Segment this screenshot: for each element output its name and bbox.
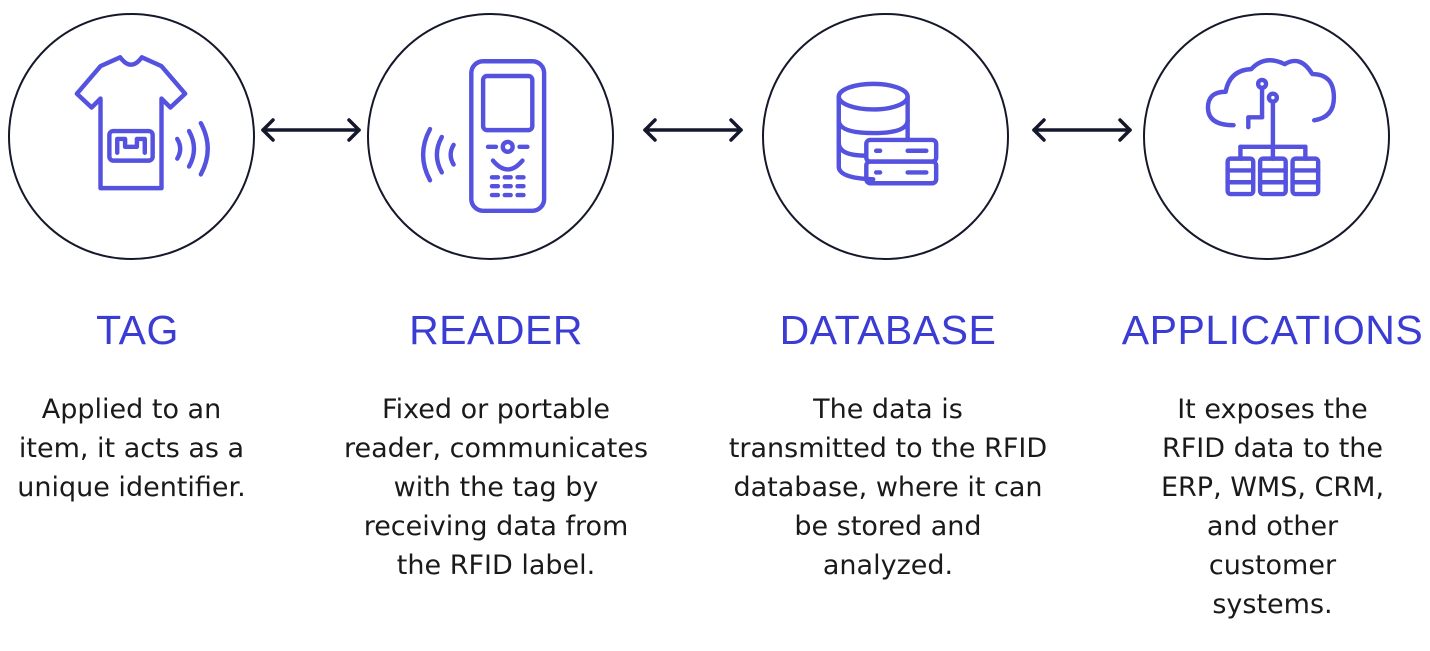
tag-desc-line: unique identifier. [17,472,246,503]
database-title: DATABASE [779,307,997,353]
reader-column: READER Fixed or portable reader, communi… [308,303,684,585]
tag-desc-line: item, it acts as a [18,433,245,464]
tag-description: Applied to an item, it acts as a unique … [0,390,275,507]
reader-desc-line: reader, communicates [343,433,649,464]
database-server-icon [836,81,939,186]
database-desc-line: The data is [813,394,963,425]
applications-desc-line: RFID data to the [1161,433,1384,464]
reader-desc-line: with the tag by [393,472,599,503]
applications-node-circle [1143,13,1390,260]
cloud-network-icon [1205,58,1337,197]
double-arrow-icon [1030,116,1134,144]
double-arrow-icon [259,116,363,144]
tag-title: TAG [96,307,179,353]
reader-desc-line: receiving data from [363,511,629,542]
applications-desc-line: It exposes the [1177,394,1368,425]
database-desc-line: be stored and [794,511,982,542]
tag-column: TAG Applied to an item, it acts as a uni… [0,303,275,507]
double-arrow-icon [641,116,745,144]
database-desc-line: analyzed. [822,550,954,581]
applications-desc-line: and other [1206,511,1339,542]
database-desc-line: transmitted to the RFID [728,433,1048,464]
applications-column: APPLICATIONS It exposes the RFID data to… [1115,303,1430,624]
handheld-reader-icon [420,59,547,213]
database-node-circle [762,13,1009,260]
reader-title: READER [409,307,583,353]
database-description: The data is transmitted to the RFID data… [702,390,1074,585]
applications-desc-line: ERP, WMS, CRM, [1160,472,1385,503]
tag-node-circle [8,13,255,260]
reader-description: Fixed or portable reader, communicates w… [308,390,684,585]
database-desc-line: database, where it can [733,472,1043,503]
applications-desc-line: customer [1208,550,1337,581]
applications-title: APPLICATIONS [1121,307,1424,353]
reader-desc-line: the RFID label. [396,550,596,581]
reader-desc-line: Fixed or portable [382,394,610,425]
database-column: DATABASE The data is transmitted to the … [702,303,1074,585]
applications-desc-line: systems. [1212,589,1333,620]
reader-node-circle [367,13,614,260]
applications-description: It exposes the RFID data to the ERP, WMS… [1115,390,1430,624]
tshirt-rfid-tag-icon [74,55,210,191]
tag-desc-line: Applied to an [41,394,222,425]
